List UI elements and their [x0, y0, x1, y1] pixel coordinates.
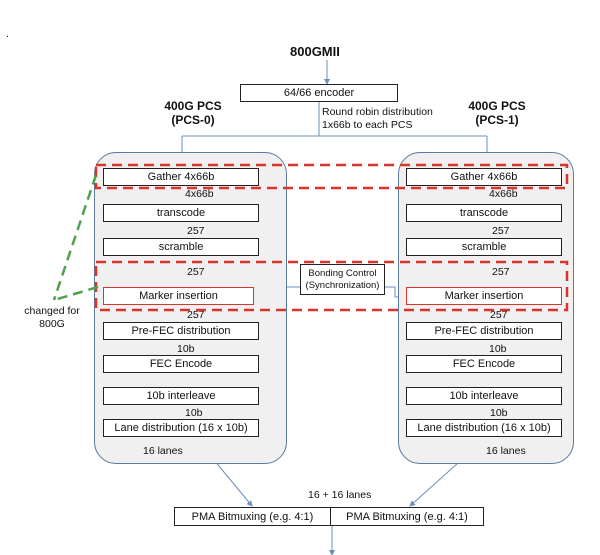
- right-label-257-b: 257: [492, 266, 510, 278]
- right-lanes-label: 16 lanes: [486, 445, 526, 457]
- right-label-10b-a: 10b: [489, 343, 507, 355]
- right-fec-encode-block: FEC Encode: [406, 355, 562, 373]
- distribution-note: Round robin distribution 1x66b to each P…: [322, 106, 433, 131]
- left-label-4x66b: 4x66b: [185, 188, 214, 200]
- left-label-257-a: 257: [187, 225, 205, 237]
- right-lane-distribution-block: Lane distribution (16 x 10b): [406, 419, 562, 437]
- left-transcode-block: transcode: [103, 204, 259, 222]
- right-scramble-block: scramble: [406, 238, 562, 256]
- corner-mark: .: [6, 28, 10, 40]
- gather-highlight-dashed-box: [94, 163, 569, 190]
- right-gather-block: Gather 4x66b: [406, 168, 562, 186]
- changed-note: changed for 800G: [24, 305, 80, 330]
- left-scramble-block: scramble: [103, 238, 259, 256]
- left-marker-insertion-block: Marker insertion: [103, 287, 254, 305]
- pcs-right-title: 400G PCS(PCS-1): [468, 99, 526, 127]
- pma-bitmuxing-right: PMA Bitmuxing (e.g. 4:1): [330, 507, 484, 526]
- right-marker-insertion-block: Marker insertion: [406, 287, 562, 305]
- right-label-257-c: 257: [490, 309, 508, 321]
- left-interleave-block: 10b interleave: [103, 387, 259, 405]
- marker-highlight-dashed-box: [94, 260, 569, 312]
- encoder-block: 64/66 encoder: [240, 84, 398, 102]
- left-label-10b-a: 10b: [177, 343, 195, 355]
- green-dashed-pointer-bottom: [53, 285, 99, 302]
- left-label-10b-b: 10b: [185, 407, 203, 419]
- pma-bitmuxing-left: PMA Bitmuxing (e.g. 4:1): [174, 507, 331, 526]
- right-interleave-block: 10b interleave: [406, 387, 562, 405]
- right-label-10b-b: 10b: [490, 407, 508, 419]
- label-800gmii: 800GMII: [290, 44, 340, 59]
- right-label-257-a: 257: [492, 225, 510, 237]
- pcs-left-title: 400G PCS(PCS-0): [164, 99, 222, 127]
- left-fec-encode-block: FEC Encode: [103, 355, 259, 373]
- left-lanes-label: 16 lanes: [143, 445, 183, 457]
- right-label-4x66b: 4x66b: [489, 188, 518, 200]
- left-label-257-c: 257: [187, 309, 205, 321]
- left-label-257-b: 257: [187, 266, 205, 278]
- left-lane-distribution-block: Lane distribution (16 x 10b): [103, 419, 259, 437]
- left-prefec-block: Pre-FEC distribution: [103, 322, 259, 340]
- bonding-control-block: Bonding Control (Synchronization): [300, 264, 385, 295]
- right-prefec-block: Pre-FEC distribution: [406, 322, 562, 340]
- left-gather-block: Gather 4x66b: [103, 168, 259, 186]
- right-transcode-block: transcode: [406, 204, 562, 222]
- combined-lanes-label: 16 + 16 lanes: [308, 489, 372, 501]
- green-dashed-pointer-top: [52, 174, 98, 301]
